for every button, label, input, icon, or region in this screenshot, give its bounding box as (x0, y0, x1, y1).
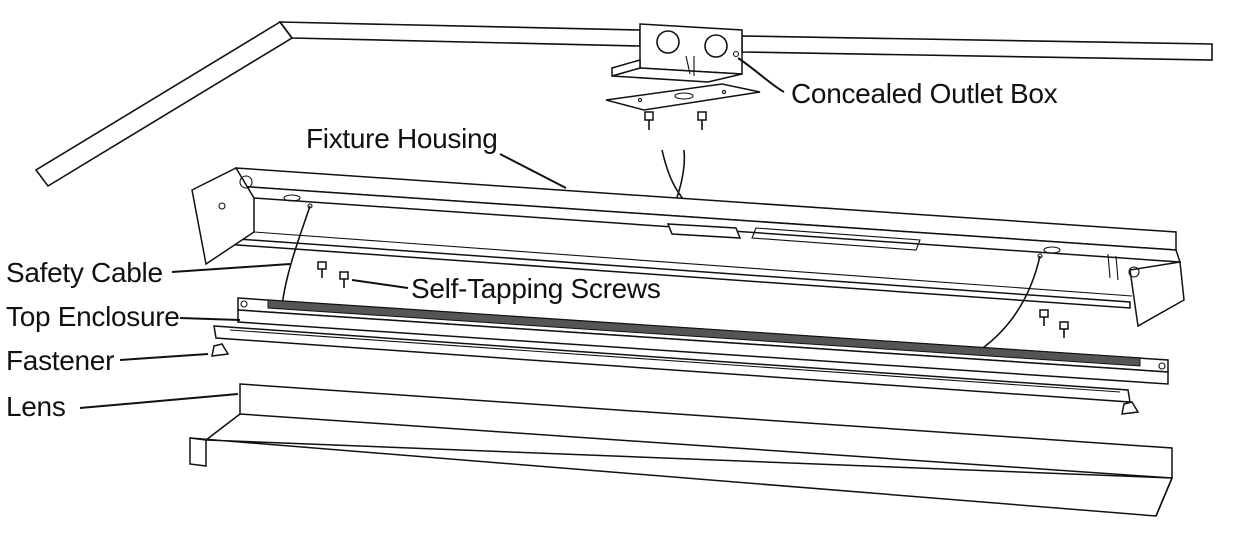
outlet-box (611, 23, 743, 83)
label-fixture-housing: Fixture Housing (306, 123, 498, 154)
mounting-plate (605, 83, 761, 111)
label-top-enclosure: Top Enclosure (6, 301, 180, 332)
lens (189, 383, 1174, 517)
top-enclosure (237, 297, 1169, 385)
fixture-housing (191, 167, 1185, 328)
plate-screws (644, 111, 707, 130)
label-self-tapping-screws: Self-Tapping Screws (411, 273, 661, 304)
self-tapping-screws (317, 261, 1069, 338)
label-fastener: Fastener (6, 345, 114, 376)
label-concealed-outlet-box: Concealed Outlet Box (791, 78, 1058, 109)
leader-lines (79, 57, 785, 409)
label-safety-cable: Safety Cable (6, 257, 163, 288)
safety-cables (281, 205, 1041, 351)
fastener-bar (211, 325, 1140, 415)
label-lens: Lens (6, 391, 66, 422)
